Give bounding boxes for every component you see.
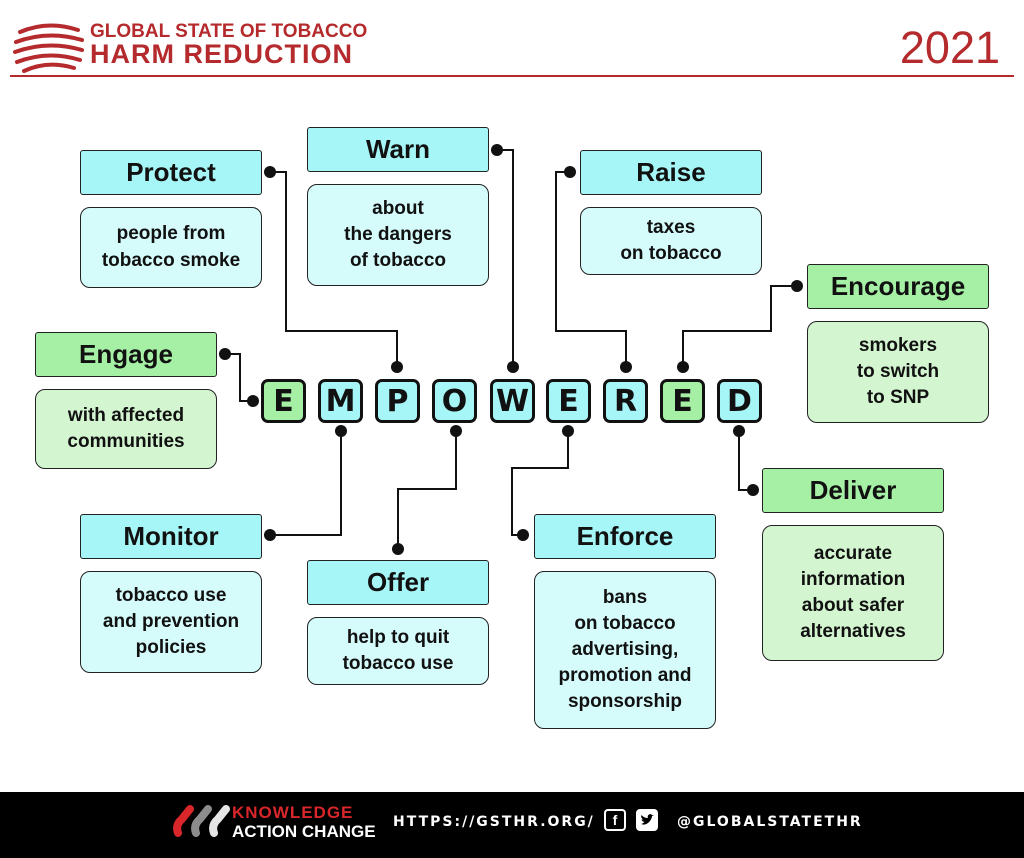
footer-bar: [0, 792, 1024, 858]
raise-description: taxes on tobacco: [580, 207, 762, 275]
monitor-description: tobacco use and prevention policies: [80, 571, 262, 673]
text-line: about: [372, 197, 424, 219]
connector-dot: [264, 529, 276, 541]
acronym-letter-r: R: [603, 379, 648, 423]
text-line: on tobacco: [620, 243, 722, 264]
text-line: smokers: [858, 334, 938, 356]
report-year: 2021: [899, 22, 1000, 73]
connector-dot: [562, 425, 574, 437]
acronym-letter-w: W: [490, 379, 535, 423]
text-line: on tobacco: [574, 612, 676, 634]
connector-dot: [677, 361, 689, 373]
text-line: information: [800, 568, 906, 590]
footer-url-link[interactable]: HTTPS://GSTHR.ORG/: [393, 814, 595, 830]
connector-warn: [497, 149, 514, 367]
connector-dot: [264, 166, 276, 178]
connector-dot: [507, 361, 519, 373]
engage-title: Engage: [35, 332, 217, 377]
text-line: alternatives: [800, 621, 906, 643]
text-line: promotion and: [558, 665, 692, 686]
kac-logo-line1: KNOWLEDGE: [232, 803, 354, 822]
text-line: about safer: [801, 595, 905, 616]
text-line: and prevention: [102, 610, 240, 632]
text-line: advertising,: [571, 638, 679, 660]
header-divider: [10, 75, 1014, 77]
connector-engage: [225, 353, 253, 402]
connector-enforce: [511, 431, 569, 536]
text-line: with affected: [67, 404, 185, 426]
connector-encourage: [682, 285, 797, 367]
text-line: accurate: [813, 542, 893, 564]
connector-dot: [450, 425, 462, 437]
connector-dot: [620, 361, 632, 373]
acronym-letter-e2: E: [546, 379, 591, 423]
text-line: people from: [116, 223, 226, 245]
protect-title: Protect: [80, 150, 262, 195]
brand-title-top: GLOBAL STATE OF TOBACCO: [90, 21, 368, 42]
facebook-icon[interactable]: f: [604, 809, 626, 831]
text-line: communities: [67, 431, 185, 452]
warn-description: about the dangers of tobacco: [307, 184, 489, 286]
connector-monitor: [270, 431, 342, 536]
connector-dot: [247, 395, 259, 407]
connector-dot: [791, 280, 803, 292]
connector-dot: [747, 484, 759, 496]
globe-logo-icon: [13, 23, 84, 73]
text-line: to switch: [856, 360, 940, 382]
monitor-title: Monitor: [80, 514, 262, 559]
deliver-title: Deliver: [762, 468, 944, 513]
kac-logo-text: KNOWLEDGE ACTION CHANGE: [232, 804, 376, 840]
text-line: tobacco smoke: [101, 249, 241, 271]
connector-dot: [491, 144, 503, 156]
protect-description: people from tobacco smoke: [80, 207, 262, 288]
text-line: to SNP: [866, 387, 930, 408]
engage-description: with affected communities: [35, 389, 217, 469]
offer-title: Offer: [307, 560, 489, 605]
acronym-letter-p: P: [375, 379, 420, 423]
connector-dot: [564, 166, 576, 178]
text-line: the dangers: [344, 223, 452, 245]
connector-deliver: [738, 431, 753, 491]
connector-offer: [397, 431, 457, 549]
text-line: taxes: [646, 216, 696, 238]
twitter-icon[interactable]: [636, 809, 658, 831]
deliver-description: accurate information about safer alternativ…: [762, 525, 944, 661]
acronym-letter-e: E: [261, 379, 306, 423]
acronym-letter-d: D: [717, 379, 762, 423]
encourage-title: Encourage: [807, 264, 989, 309]
text-line: help to quit: [346, 626, 450, 648]
offer-description: help to quit tobacco use: [307, 617, 489, 685]
text-line: sponsorship: [567, 691, 682, 713]
footer-social-handle[interactable]: @GLOBALSTATETHR: [677, 814, 863, 830]
encourage-description: smokers to switch to SNP: [807, 321, 989, 423]
enforce-title: Enforce: [534, 514, 716, 559]
connector-protect: [270, 171, 398, 367]
text-line: policies: [135, 637, 207, 658]
warn-title: Warn: [307, 127, 489, 172]
brand-title-bottom: HARM REDUCTION: [90, 39, 353, 69]
enforce-description: bans on tobacco advertising, promotion and s…: [534, 571, 716, 729]
raise-title: Raise: [580, 150, 762, 195]
text-line: tobacco use: [115, 584, 227, 606]
connector-dot: [733, 425, 745, 437]
acronym-letter-o: O: [432, 379, 477, 423]
connector-dot: [335, 425, 347, 437]
connector-raise: [555, 171, 627, 367]
twitter-bird-icon: [641, 814, 654, 825]
connector-dot: [219, 348, 231, 360]
text-line: tobacco use: [342, 653, 454, 674]
acronym-letter-e3: E: [660, 379, 705, 423]
acronym-letter-m: M: [318, 379, 363, 423]
connector-dot: [391, 361, 403, 373]
connector-dot: [517, 529, 529, 541]
kac-logo-line2: ACTION CHANGE: [232, 822, 376, 841]
connector-dot: [392, 543, 404, 555]
text-line: of tobacco: [349, 250, 447, 271]
kac-logo-icon: [173, 805, 230, 837]
text-line: bans: [602, 586, 648, 608]
